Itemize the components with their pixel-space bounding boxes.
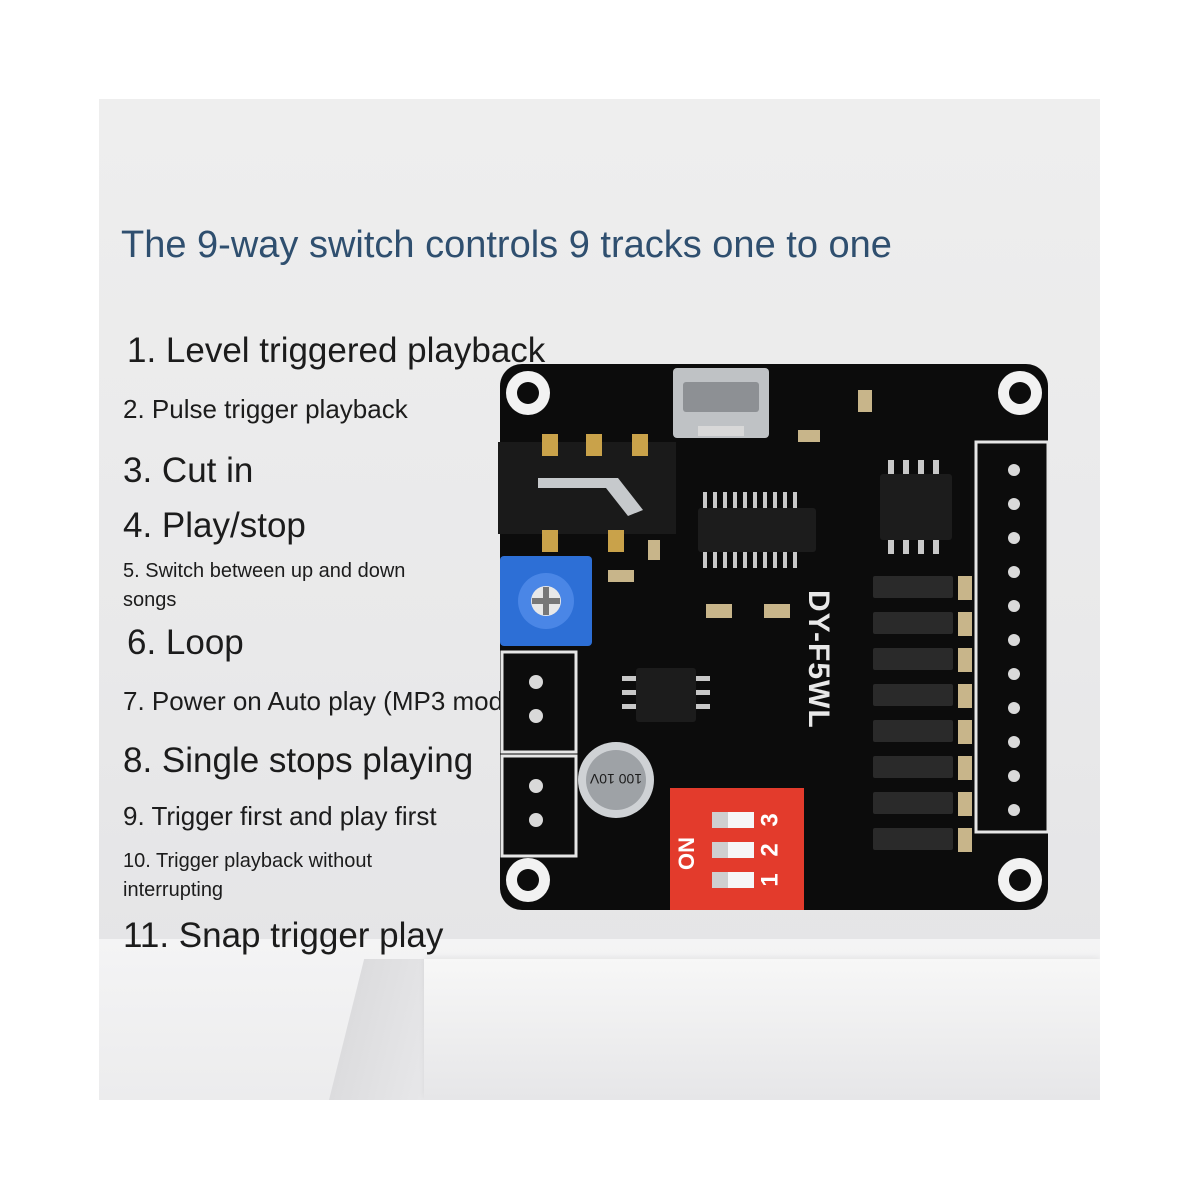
main-ic-chip bbox=[698, 492, 816, 568]
header-pins bbox=[1008, 464, 1020, 816]
feature-trigger-line1: 10. Trigger playback without bbox=[123, 850, 373, 872]
feature-trigger-without-interrupting: 10. Trigger playback without interruptin… bbox=[123, 847, 372, 905]
smd-components bbox=[873, 576, 953, 850]
dip-number-3: 3 bbox=[756, 813, 784, 827]
dip-switch bbox=[670, 788, 804, 910]
pedestal-front bbox=[424, 959, 1100, 1100]
electrolytic-capacitor: 100 10V bbox=[578, 742, 654, 818]
feature-power-on-auto-play: 7. Power on Auto play (MP3 mode) bbox=[123, 686, 527, 716]
feature-trigger-first: 9. Trigger first and play first bbox=[123, 801, 437, 831]
feature-level-triggered: 1. Level triggered playback bbox=[127, 331, 546, 370]
feature-snap-trigger: 11. Snap trigger play bbox=[123, 916, 444, 955]
feature-play-stop: 4. Play/stop bbox=[123, 506, 306, 545]
svg-text:100 10V: 100 10V bbox=[589, 771, 642, 787]
page-title: The 9-way switch controls 9 tracks one t… bbox=[121, 224, 892, 266]
flash-chip bbox=[880, 460, 952, 554]
terminal-blocks bbox=[500, 650, 578, 858]
board-model-label: DY-F5WL bbox=[802, 590, 835, 729]
feature-single-stops: 8. Single stops playing bbox=[123, 741, 474, 780]
feature-pulse-trigger: 2. Pulse trigger playback bbox=[123, 394, 408, 424]
potentiometer bbox=[500, 556, 592, 646]
feature-switch-songs: 5. Switch between up and down songs bbox=[123, 557, 405, 615]
dip-number-2: 2 bbox=[756, 843, 784, 857]
feature-cut-in: 3. Cut in bbox=[123, 451, 254, 490]
feature-switch-songs-line2: songs bbox=[123, 589, 177, 611]
pcb-board-image: 100 10V bbox=[498, 360, 1050, 912]
feature-loop: 6. Loop bbox=[127, 623, 244, 662]
smd-resistors bbox=[608, 390, 972, 852]
mounting-holes bbox=[506, 371, 1042, 902]
feature-trigger-line2: interrupting bbox=[123, 879, 224, 901]
dip-on-label: ON bbox=[674, 837, 699, 870]
feature-switch-songs-line1: 5. Switch between up and down bbox=[123, 560, 406, 582]
audio-jack bbox=[498, 434, 676, 552]
dip-number-1: 1 bbox=[756, 873, 784, 887]
header-outline bbox=[974, 440, 1050, 834]
amplifier-chip bbox=[622, 668, 710, 722]
usb-connector bbox=[673, 368, 769, 438]
